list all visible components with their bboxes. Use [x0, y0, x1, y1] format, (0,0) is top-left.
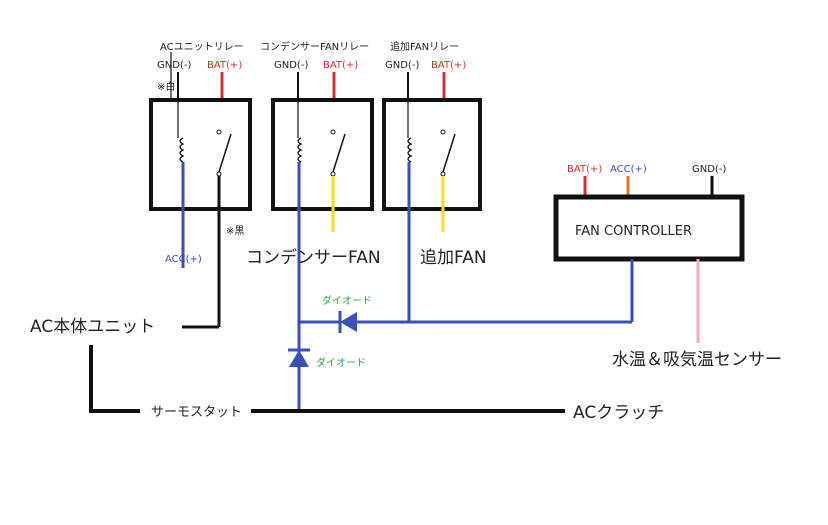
sensor-label: 水温＆吸気温センサー [612, 350, 782, 370]
relay2-bat-label: BAT(+) [323, 60, 358, 71]
controller-acc-label: ACC(+) [610, 164, 647, 175]
relay2-box [271, 98, 374, 211]
relay2-contact-bottom [330, 171, 336, 177]
controller-gnd-label: GND(-) [692, 164, 726, 175]
relay3-contact-top [440, 129, 446, 135]
relay3-coil [407, 137, 413, 163]
relay3-title: 追加FANリレー [390, 40, 459, 53]
fan-controller-title: FAN CONTROLLER [575, 224, 692, 239]
relay2-gnd-label: GND(-) [274, 60, 308, 71]
relay3-bat-label: BAT(+) [431, 60, 466, 71]
relay1-contact-top [216, 129, 222, 135]
diode1-label: ダイオード [322, 294, 372, 307]
relay2-coil [297, 137, 303, 163]
relay3-contact-bottom [440, 171, 446, 177]
relay2-switch [332, 133, 346, 173]
thermostat-label: サーモスタット [151, 405, 242, 420]
relay1-contact-bottom [216, 171, 222, 177]
relay1-acc-label: ACC(+) [165, 254, 202, 265]
relay2-title: コンデンサーFANリレー [260, 40, 369, 53]
relay1-black-note: ※黒 [226, 225, 244, 237]
diode2-label: ダイオード [316, 356, 366, 369]
relay3-switch [442, 133, 456, 173]
relay1-bat-label: BAT(+) [207, 60, 242, 71]
diode2-symbol [289, 350, 309, 367]
condenser-fan-label: コンデンサーFAN [246, 247, 381, 268]
relay1-box [149, 98, 252, 211]
relay2-contact-top [330, 129, 336, 135]
relay1-title: ACユニットリレー [160, 42, 244, 53]
relay1-switch [218, 133, 232, 173]
relay3-gnd-label: GND(-) [385, 60, 419, 71]
extra-fan-label: 追加FAN [420, 248, 487, 268]
controller-bat-label: BAT(+) [567, 164, 602, 175]
relay1-white-note: ※白 [157, 80, 175, 93]
ac-unit-to-thermostat-wire [89, 345, 140, 413]
ac-clutch-label: ACクラッチ [573, 403, 664, 423]
relay3-box [382, 98, 482, 211]
relay1-coil [179, 137, 185, 163]
fan-controller-box [553, 194, 745, 262]
relay1-gnd-label: GND(-) [157, 60, 191, 71]
diode1-symbol [340, 312, 357, 332]
ac-unit-label: AC本体ユニット [30, 317, 155, 337]
